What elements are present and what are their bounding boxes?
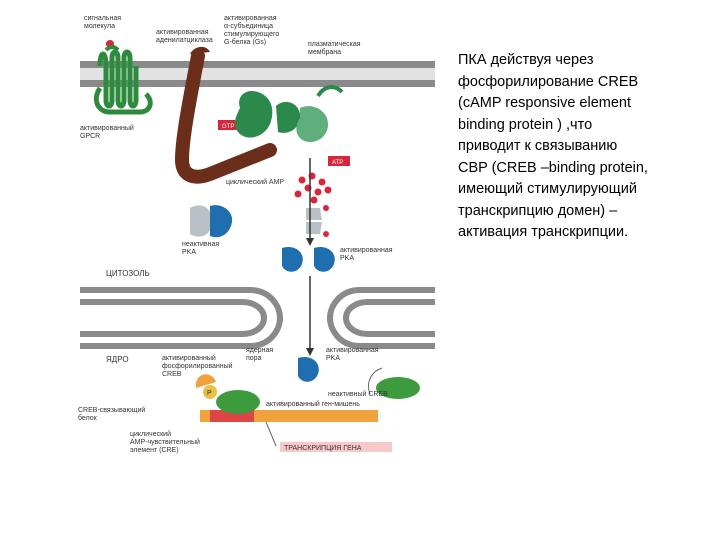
transcription-tag (280, 442, 392, 452)
gtp-label: GTP (222, 124, 234, 130)
description-line: имеющий стимулирующий (458, 181, 637, 197)
phosphorylated-creb (216, 390, 260, 414)
label-phospho-creb-2: фосфорилированный (162, 362, 233, 370)
inactive-creb (376, 377, 420, 399)
description-line: транскрипцию домен) – (458, 202, 618, 219)
arrow-down-icon (306, 348, 314, 356)
description-line: CBP (CREB –binding protein, (458, 159, 648, 176)
label-cbp-2: белок (78, 414, 98, 422)
label-active-pka-top-1: активированная (340, 247, 393, 254)
label-plasma-membrane-1: плазматическая (308, 41, 361, 48)
label-signal-molecule-1: сигнальная (84, 15, 121, 22)
label-nuclear-pore-1: ядерная (246, 347, 273, 354)
atp-label: ATP (332, 160, 343, 166)
atp-tag (328, 156, 350, 166)
label-active-pka-nucleus-2: PKA (326, 355, 340, 362)
gs-alpha-subunit: GTP (174, 46, 277, 184)
phosphate-icon (203, 385, 217, 399)
label-cre-3: элемент (CRE) (130, 447, 179, 454)
label-cytosol: ЦИТОЗОЛЬ (106, 269, 150, 278)
label-gs-alpha-1: активированная (224, 15, 277, 22)
description-line: активация транскрипции. (458, 224, 629, 240)
label-plasma-membrane-2: мембрана (308, 48, 341, 56)
label-nucleus: ЯДРО (106, 355, 129, 364)
label-camp: циклический AMP (226, 178, 284, 186)
label-adenylate-cyclase-1: активированная (156, 29, 209, 36)
arrow-down-icon (306, 238, 314, 246)
label-signal-molecule-2: молекула (84, 23, 115, 30)
label-target-gene: активированный ген-мишень (266, 400, 360, 408)
description-line: binding protein ) ,что (458, 116, 593, 133)
plasma-membrane (80, 61, 435, 87)
label-nuclear-pore-2: пора (246, 355, 262, 362)
label-phospho-creb-1: активированный (162, 354, 216, 362)
description-text: ПКА действуя через фосфорилирование CREB… (458, 50, 708, 244)
activated-pka-nucleus (298, 356, 319, 382)
label-phospho-creb-3: CREB (162, 371, 182, 378)
label-adenylate-cyclase-2: аденилатциклаза (156, 37, 213, 44)
creb-gene-complex: P ТРАНСКРИПЦИЯ ГЕНА (195, 367, 420, 452)
diagram-labels: сигнальная молекула активированная адени… (78, 15, 393, 454)
activated-gpcr (93, 40, 153, 115)
label-inactive-pka-2: PKA (182, 249, 196, 256)
label-inactive-pka-1: неактивная (182, 241, 219, 248)
description-line: фосфорилирование CREB (458, 73, 639, 90)
inactive-pka (190, 205, 329, 238)
camp-molecules (294, 172, 332, 204)
label-cbp-1: CREB-связывающий (78, 406, 145, 414)
gtp-tag (218, 120, 240, 130)
camp-pka-creb-signaling-diagram: GTP ATP (78, 15, 435, 454)
label-gs-alpha-3: стимулирующего (224, 31, 279, 38)
adenylate-cyclase: ATP (234, 85, 350, 166)
label-gpcr-2: GPCR (80, 133, 100, 140)
nuclear-envelope (80, 276, 435, 356)
description-line: приводит к связыванию (458, 138, 618, 154)
label-inactive-creb: неактивный CREB (328, 390, 388, 398)
label-cre-2: AMP-чувствительный (130, 438, 200, 446)
cyclase-inactive-domain (296, 106, 329, 142)
activated-pka-cytosol (282, 158, 335, 272)
label-active-pka-nucleus-1: активированная (326, 347, 379, 354)
phosphate-label: P (207, 390, 212, 397)
label-gs-alpha-2: α-субъединица (224, 22, 273, 30)
label-gs-alpha-4: G-белка (Gs) (224, 38, 266, 46)
transcription-label: ТРАНСКРИПЦИЯ ГЕНА (284, 445, 362, 452)
description-line: (cAMP responsive element (458, 95, 632, 111)
description-line: ПКА действуя через (458, 52, 594, 68)
label-active-pka-top-2: PKA (340, 255, 354, 262)
label-cre-1: циклический (130, 430, 171, 438)
label-gpcr-1: активированный (80, 124, 134, 132)
